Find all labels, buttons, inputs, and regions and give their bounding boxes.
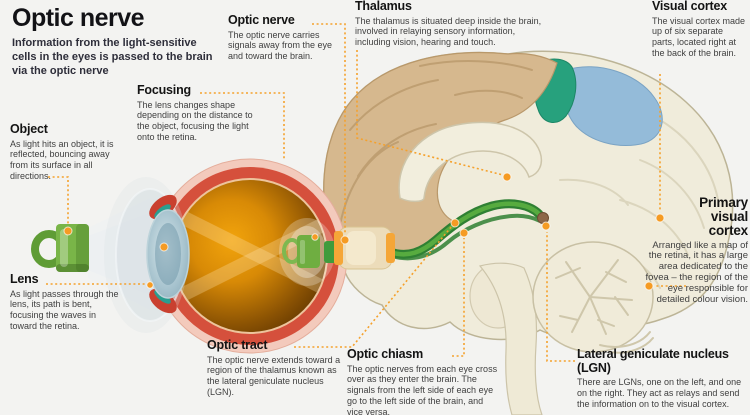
marker-optic-nerve [340,235,350,245]
focusing-body: The lens changes shape depending on the … [137,99,253,142]
focusing-heading: Focusing [137,83,191,97]
leader-optic-nerve [312,23,346,234]
marker-object [63,226,73,236]
primary-visual-cortex-body: Arranged like a map of the retina, it ha… [645,239,748,305]
label-optic-nerve: Optic nerve The optic nerve carries sign… [228,13,344,62]
internal-light-rays [180,208,326,304]
optic-chiasm-heading: Optic chiasm [347,347,424,361]
brainstem-shape [478,262,543,415]
primary-visual-cortex-heading: Primary visual cortex [699,195,748,239]
marker-primary-visual-cortex [644,281,654,291]
visual-cortex-body: The visual cortex made up of six separat… [652,15,746,58]
brain-illustration [323,50,734,415]
marker-thalamus [502,172,512,182]
marker-lgn [541,221,551,231]
mug-highlight [60,229,68,267]
label-lens: Lens As light passes through the lens, i… [10,272,122,332]
label-primary-visual-cortex: Primary visual cortex Arranged like a ma… [638,195,749,305]
thalamus-heading: Thalamus [355,0,412,13]
label-thalamus: Thalamus The thalamus is situated deep i… [355,0,550,48]
cerebellum-branches [555,259,654,354]
visual-cortex-heading: Visual cortex [652,0,727,13]
marker-dots [63,172,665,291]
optic-tract-body: The optic nerve extends toward a region … [207,354,341,397]
page-subtitle: Information from the light-sensitive cel… [12,37,213,77]
leader-thalamus [356,50,504,176]
eye-interior [174,180,326,332]
object-mug [31,224,89,272]
marker-lens [146,281,154,289]
blue-cortex-region [562,66,663,146]
label-visual-cortex: Visual cortex The visual cortex made up … [652,0,748,59]
label-optic-chiasm: Optic chiasm The optic nerves from each … [347,347,499,415]
lgn-heading: Lateral geniculate nucleus (LGN) [577,347,729,375]
corpus-callosum [398,121,543,203]
leader-focusing [200,92,285,160]
optic-nerve-body: The optic nerve carries signals away fro… [228,29,333,62]
thalamus-body: The thalamus is situated deep inside the… [355,15,542,48]
marker-visual-cortex [655,213,665,223]
page-title: Optic nerve [12,4,145,32]
label-focusing: Focusing The lens changes shape dependin… [137,83,265,143]
title-block: Optic nerve Information from the light-s… [12,6,222,78]
marker-optic-tract [450,218,460,228]
mug-shade [76,224,89,272]
marker-optic-chiasm [459,228,469,238]
optic-chiasm-body: The optic nerves from each eye cross ove… [347,363,498,415]
label-object: Object As light hits an object, it is re… [10,122,128,182]
marker-lens-focusing [159,242,169,252]
lgn-body: There are LGNs, one on the left, and one… [577,377,742,409]
eye-diagram [104,158,348,354]
lens-heading: Lens [10,272,39,286]
optic-tract-heading: Optic tract [207,338,268,352]
optic-nerve-heading: Optic nerve [228,13,295,27]
leader-object [48,176,69,226]
light-beam [88,198,150,310]
lens-body: As light passes through the lens, its pa… [10,288,119,331]
leader-lines [46,23,686,362]
leader-lgn [546,232,575,362]
object-body: As light hits an object, it is reflected… [10,138,114,181]
marker-retina-image [311,233,319,241]
lens-core [155,223,181,285]
label-lgn: Lateral geniculate nucleus (LGN) There a… [577,347,749,409]
mug-body [56,224,89,272]
mug-base [56,264,89,272]
object-heading: Object [10,122,48,136]
leader-optic-tract [294,225,453,348]
optic-nerve-sheath [334,226,395,270]
retina-image-mug [279,218,335,286]
label-optic-tract: Optic tract The optic nerve extends towa… [207,338,345,398]
optic-nerve-cable [385,199,549,261]
